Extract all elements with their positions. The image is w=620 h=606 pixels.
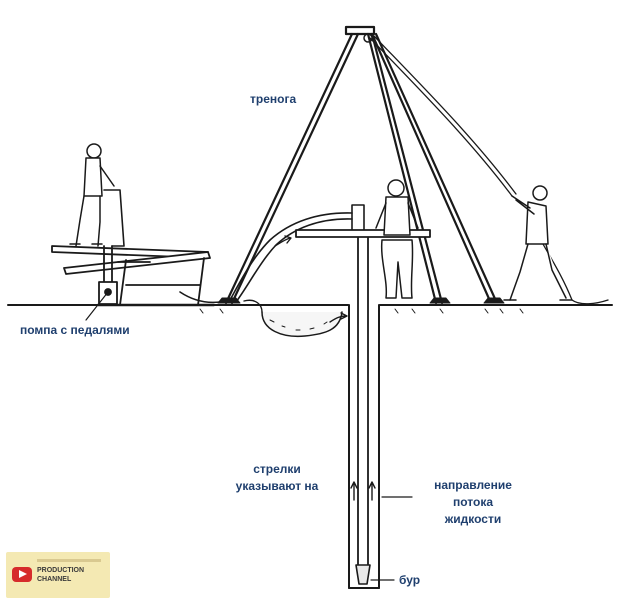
- watermark-text: PRODUCTION CHANNEL: [37, 566, 84, 584]
- mud-pit: [243, 299, 343, 338]
- watermark-line1: PRODUCTION: [37, 567, 85, 574]
- label-flow-direction: направление потока жидкости: [418, 477, 528, 528]
- channel-watermark: PRODUCTION CHANNEL: [6, 552, 110, 598]
- label-flow-line1: направление: [434, 478, 512, 492]
- drill-pipe: [357, 231, 369, 576]
- label-flow-line3: жидкости: [444, 512, 502, 526]
- person-pump: [69, 143, 115, 247]
- crossbar: [295, 229, 431, 238]
- drill-bit: [355, 564, 371, 585]
- label-arrows-line2: указывают на: [235, 479, 319, 493]
- label-pedal-pump: помпа с педалями: [20, 323, 130, 337]
- label-flow-line2: потока: [452, 495, 493, 509]
- watermark-caption-bar: [37, 559, 101, 562]
- tripod: [217, 25, 505, 305]
- label-tripod: тренога: [250, 92, 297, 106]
- pedal-pump: [51, 189, 216, 307]
- swivel-hose: [179, 204, 365, 304]
- label-drill-bit: бур: [399, 573, 421, 587]
- person-rope: [503, 185, 573, 301]
- watermark-line2: CHANNEL: [37, 576, 72, 583]
- borehole-casing: [348, 304, 380, 589]
- label-arrows-line1: стрелки: [253, 462, 301, 476]
- play-icon: [12, 567, 32, 582]
- ground-line: [7, 304, 613, 314]
- label-arrows-indicate: стрелки указывают на: [225, 461, 329, 495]
- label-pointers: [85, 291, 413, 581]
- person-center: [375, 179, 419, 299]
